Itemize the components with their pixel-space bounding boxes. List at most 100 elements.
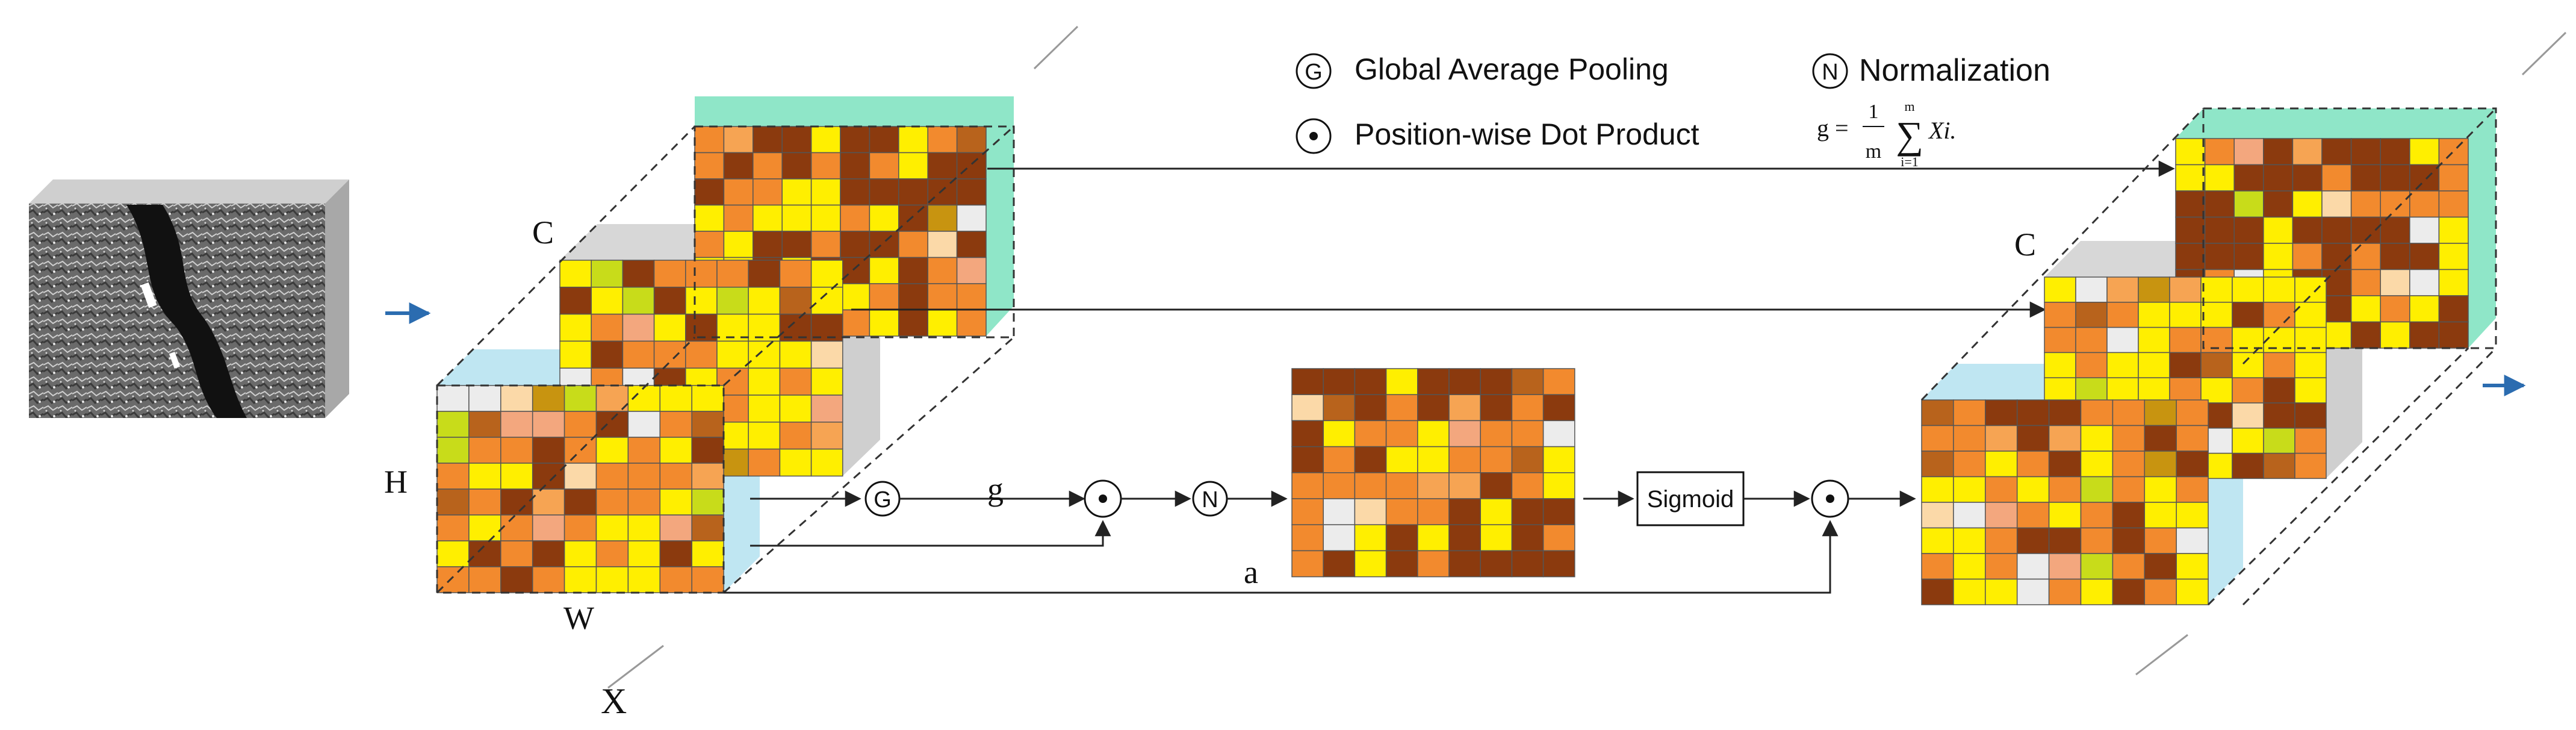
heatmap-cell [563,540,597,567]
heatmap-cell [2380,295,2410,323]
heatmap-cell [898,204,928,232]
heatmap-cell [1953,553,1986,580]
heatmap-cell [1985,578,2018,605]
heatmap-cell [2204,216,2235,244]
heatmap-cell [691,540,724,567]
heatmap-cell [2263,243,2294,270]
heatmap-cell [1385,420,1418,448]
heatmap-cell [563,411,597,438]
heatmap-cell [659,540,692,567]
heatmap-cell [779,422,812,450]
heatmap-cell [1953,476,1986,503]
sigmoid-box: Sigmoid [1636,471,1745,526]
heatmap-cell [1385,524,1418,552]
heatmap-cell [781,152,812,179]
heatmap-cell [627,411,661,438]
heatmap-cell [1385,368,1418,395]
heatmap-cell [2200,377,2233,404]
heatmap-cell [2144,425,2177,452]
heatmap-cell [2321,295,2352,323]
heatmap-cell [898,152,928,179]
heatmap-cell [927,231,958,258]
heatmap-cell [436,437,470,464]
heatmap-cell [2200,302,2233,328]
heatmap-cell [1953,527,1986,554]
heatmap-cell [1542,368,1575,395]
heatmap-cell [956,231,987,258]
heatmap-cell [2175,138,2206,166]
heatmap-cell [1542,524,1575,552]
heatmap-cell [595,437,629,464]
heatmap-cell [1385,446,1418,473]
heatmap-cell [1417,524,1450,552]
heatmap-cell [1323,472,1356,499]
heatmap-cell [1448,420,1481,448]
heatmap-cell [840,126,871,154]
heatmap-cell [685,260,718,288]
heatmap-cell [2294,377,2327,404]
heatmap-cell [810,422,843,450]
heatmap-cell [627,566,661,593]
norm-operator: N [1192,481,1228,517]
heatmap-cell [659,488,692,516]
heatmap-cell [1985,502,2018,529]
svg-text:∑: ∑ [1896,114,1923,157]
heatmap-cell [779,287,812,315]
heatmap-cell [2350,295,2381,323]
heatmap-cell [2294,276,2327,303]
heatmap-cell [810,204,841,232]
heatmap-cell [2080,425,2114,452]
heatmap-cell [2175,164,2206,192]
heatmap-cell [1291,472,1324,499]
heatmap-cell [1385,498,1418,525]
heatmap-cell [869,283,899,311]
heatmap-cell [468,437,501,464]
heatmap-cell [468,463,501,490]
heatmap-cell [869,126,899,154]
heatmap-cell [1511,524,1544,552]
heatmap-cell [1291,550,1324,578]
svg-text:g =: g = [1817,114,1849,142]
heatmap-cell [1985,451,2018,478]
heatmap-cell [716,260,749,288]
heatmap-cell [753,204,783,232]
heatmap-cell [691,437,724,464]
heatmap-cell [559,260,592,288]
heatmap-cell [622,287,655,315]
heatmap-cell [723,231,754,258]
heatmap-cell [2263,276,2295,303]
heatmap-cell [1985,476,2018,503]
heatmap-cell [779,367,812,396]
heatmap-cell [2112,527,2146,554]
heatmap-cell [810,178,841,206]
heatmap-cell [694,178,725,206]
heatmap-cell [2112,553,2146,580]
heatmap-cell [2380,321,2410,349]
heatmap-cell [2292,190,2323,218]
heatmap-cell [2263,138,2294,166]
heatmap-cell [2044,377,2076,404]
heatmap-cell [1354,368,1387,395]
heatmap-cell [1921,476,1954,503]
heatmap-cell [1921,425,1954,452]
heatmap-cell [1985,553,2018,580]
heatmap-cell [1480,472,1513,499]
heatmap-cell [2169,326,2202,354]
heatmap-cell [2106,377,2139,404]
heatmap-cell [500,437,533,464]
heatmap-cell [748,448,781,477]
heatmap-cell [2409,190,2440,218]
heatmap-cell [956,178,987,206]
heatmap-cell [468,385,501,412]
heatmap-cell [2292,243,2323,270]
heatmap-cell [2438,164,2469,192]
heatmap-cell [1354,420,1387,448]
heatmap-cell [2176,578,2209,605]
heatmap-cell [659,566,692,593]
heatmap-cell [898,283,928,311]
input-channel-label: C [532,214,554,251]
heatmap-cell [2112,451,2146,478]
heatmap-cell [694,231,725,258]
heatmap-cell [779,448,812,477]
heatmap-cell [1323,446,1356,473]
